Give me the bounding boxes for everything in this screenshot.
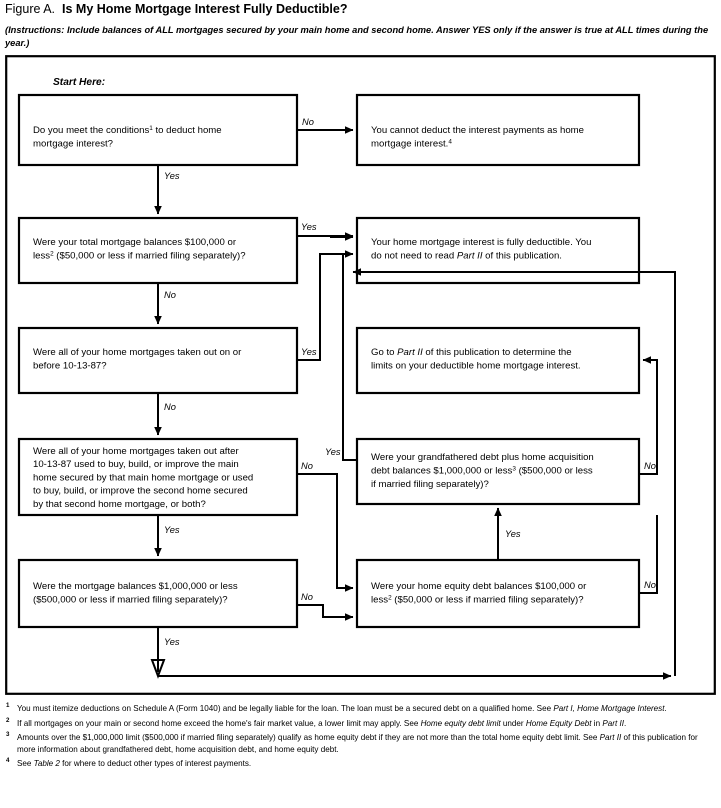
footnote-2-marker: 2: [6, 716, 10, 724]
footnote-2-seg-4: Home Equity Debt: [525, 718, 592, 728]
edge-label-q3-yes: Yes: [301, 347, 317, 357]
box-q3[interactable]: [17, 326, 299, 395]
box-r3[interactable]: [355, 326, 641, 395]
edge-label-q7-no: No: [644, 580, 656, 590]
figure-title-text: Is My Home Mortgage Interest Fully Deduc…: [62, 2, 348, 16]
footnote-2-seg-6: Part II: [602, 718, 624, 728]
edge-q3-yes: [297, 250, 354, 361]
box-q7-text: Were your home equity debt balances $100…: [371, 581, 589, 606]
box-q2[interactable]: [17, 216, 299, 285]
edge-q5-yes-riser: [342, 254, 357, 461]
box-q3-text: Were all of your home mortgages taken ou…: [33, 347, 244, 372]
edge-label-q1-no: No: [302, 117, 314, 127]
footnote-2: 2 If all mortgages on your main or second…: [4, 716, 718, 730]
footnote-3-marker: 3: [6, 731, 10, 739]
instructions-seg-4: times during the year.): [5, 25, 709, 48]
footnote-2-seg-2: Home equity debt limit: [420, 718, 501, 728]
box-q4[interactable]: [17, 437, 299, 517]
footnote-3-seg-1: Amounts over the $1,000,000 limit ($500,…: [17, 733, 600, 743]
box-q1[interactable]: [17, 93, 299, 167]
edge-label-q2-no: No: [164, 290, 176, 300]
footnote-2-seg-1: If all mortgages on your main or second …: [17, 718, 421, 728]
box-r2-text: Your home mortgage interest is fully ded…: [371, 237, 594, 262]
edge-label-q4-yes: Yes: [164, 525, 180, 535]
edge-label-q6-no: No: [301, 592, 313, 602]
instructions-yes: YES: [472, 25, 491, 35]
edge-label-q1-yes: Yes: [164, 171, 180, 181]
instructions-all-1: ALL: [155, 25, 174, 35]
footnote-3-seg-2: Part II: [599, 733, 622, 743]
flowchart-svg: Start Here: r1 --> No q2 --> Yes r2 (top…: [5, 55, 716, 695]
box-q5[interactable]: [355, 437, 641, 506]
box-q6[interactable]: [17, 558, 299, 629]
footnote-4-marker: 4: [6, 757, 10, 765]
box-q4-text: Were all of your home mortgages taken ou…: [33, 446, 256, 510]
flowchart-container: Start Here: r1 --> No q2 --> Yes r2 (top…: [5, 55, 716, 695]
box-q1-text: Do you meet the conditions1 to deduct ho…: [33, 125, 224, 150]
footnote-4-seg-2: Table 2: [33, 759, 60, 769]
instructions-seg-2: mortgages secured by your main home and …: [173, 25, 473, 35]
edge-q7-no: [639, 515, 658, 594]
edge-q6-yes-arrowhead: [150, 659, 166, 679]
instructions-seg-3: only if the answer is true at: [490, 25, 616, 35]
footnote-3: 3 Amounts over the $1,000,000 limit ($500…: [4, 731, 718, 755]
edge-label-q3-no: No: [164, 402, 176, 412]
edge-label-q6-yes: Yes: [164, 637, 180, 647]
box-r1[interactable]: [355, 93, 641, 167]
footnote-2-seg-3: under: [500, 718, 526, 728]
box-q7[interactable]: [355, 558, 641, 629]
edge-far-right-riser: [352, 268, 676, 676]
edge-label-q2-yes: Yes: [301, 222, 317, 232]
footnote-4-seg-3: for where to deduct other types of inter…: [59, 759, 252, 769]
edge-label-q4-no: No: [301, 461, 313, 471]
footnote-1-seg-2: Part I, Home Mortgage Interest: [553, 704, 665, 713]
footnote-4: 4 See Table 2 for where to deduct other t…: [4, 757, 718, 770]
edge-label-q5-yes: Yes: [325, 447, 341, 457]
footnote-4-seg-1: See: [17, 759, 34, 769]
edge-q5-no: [639, 356, 658, 475]
box-r3-text: Go to Part II of this publication to det…: [371, 347, 581, 372]
figure-label: Figure A.: [5, 2, 56, 16]
box-r1-text: You cannot deduct the interest payments …: [371, 125, 587, 150]
footnote-2-seg-5: in: [591, 718, 603, 728]
instructions-text: (Instructions: Include balances of ALL m…: [5, 24, 717, 50]
footnote-1-seg-1: You must itemize deductions on Schedule …: [17, 704, 554, 713]
edge-q6-no: [297, 604, 354, 621]
box-q5-text: Were your grandfathered debt plus home a…: [371, 452, 596, 490]
instructions-all-2: ALL: [615, 25, 634, 35]
footnote-2-seg-7: .: [623, 718, 627, 728]
instructions-seg-1: (Instructions: Include balances of: [5, 25, 156, 35]
box-q6-text: Were the mortgage balances $1,000,000 or…: [33, 581, 240, 606]
footnote-1-marker: 1: [6, 702, 10, 709]
box-q2-text: Were your total mortgage balances $100,0…: [33, 237, 246, 262]
edge-label-q5-no: No: [644, 461, 656, 471]
footnote-1-seg-3: .: [664, 704, 667, 713]
footnote-1: 1 You must itemize deductions on Schedule…: [4, 702, 718, 715]
edge-q4-no: [297, 473, 354, 592]
page-title: Figure A. Is My Home Mortgage Interest Fu…: [5, 2, 348, 16]
footnote-3-seg-3: of this publication for more information…: [17, 733, 698, 754]
edge-label-q7-yes: Yes: [505, 529, 521, 539]
start-here-label: Start Here:: [53, 77, 105, 88]
footnotes-list: 1 You must itemize deductions on Schedule…: [4, 702, 718, 773]
